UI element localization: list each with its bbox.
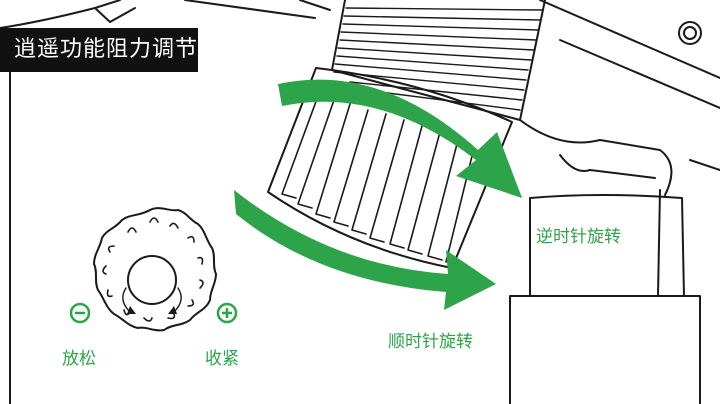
frame-bracket-2: [559, 154, 656, 179]
tighten-label: 收紧: [205, 349, 239, 369]
housing-upper-block: [529, 194, 685, 297]
knob-rotation-arrow-left: [122, 287, 131, 313]
clockwise-arrow: [234, 190, 496, 310]
frame-top-rail: [184, 0, 331, 19]
threaded-rod: [331, 0, 546, 121]
frame-top-strut-2: [94, 7, 136, 23]
plus-circle-icon: [216, 302, 238, 324]
scalloped-knob: [93, 207, 217, 332]
frame-top-strut: [0, 0, 121, 29]
knob-grip-notches: [102, 217, 204, 322]
mount-hole-inner: [683, 26, 697, 40]
frame-bracket: [519, 119, 673, 196]
knob-arrowhead-left: [127, 306, 136, 314]
housing-side-line: [657, 159, 720, 297]
rod-threads: [333, 7, 543, 111]
sleeve-ridges: [281, 95, 475, 263]
loosen-label: 放松: [62, 349, 96, 369]
housing-lower-block: [509, 295, 701, 404]
knob-rotation-arrow-right: [173, 287, 182, 313]
mount-hole-outer: [678, 21, 702, 45]
minus-circle-icon: [69, 302, 91, 324]
clockwise-label: 顺时针旋转: [388, 332, 473, 352]
knob-center-hub: [127, 255, 177, 305]
page-title: 逍遥功能阻力调节: [0, 28, 198, 72]
frame-right-rail: [539, 0, 720, 109]
counterclockwise-label: 逆时针旋转: [536, 227, 621, 247]
counterclockwise-arrow: [278, 79, 522, 198]
knob-arrowhead-right: [168, 306, 177, 314]
